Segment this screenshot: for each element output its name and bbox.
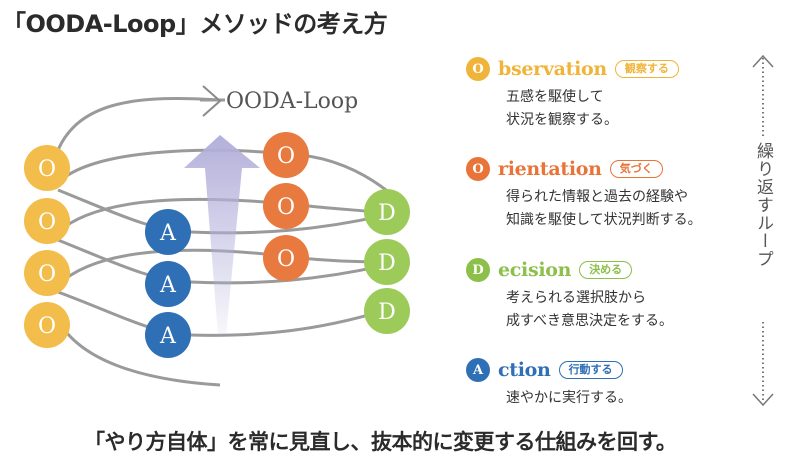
step-letter-badge: O	[466, 157, 490, 181]
orient-node	[263, 235, 309, 281]
step-tag: 決める	[579, 261, 633, 279]
step-letter-badge: A	[466, 358, 490, 382]
step-word: ecision	[498, 259, 572, 281]
step-letter-badge: D	[466, 258, 490, 282]
step-letter-badge: O	[466, 57, 490, 81]
observe-node	[24, 198, 70, 244]
observe-node	[24, 145, 70, 191]
step-description: 速やかに実行する。	[506, 390, 632, 406]
loop-label: OODA-Loop	[226, 89, 358, 114]
step-word: ction	[498, 359, 551, 381]
orient-node-letter: O	[277, 247, 295, 272]
decide-node-letter: D	[378, 251, 396, 276]
decide-node	[364, 288, 410, 334]
arrow-up-icon	[752, 54, 774, 68]
observe-node-letter: O	[38, 157, 56, 182]
page-title: 「OODA-Loop」メソッドの考え方	[2, 10, 388, 38]
orient-node	[263, 183, 309, 229]
observe-node-letter: O	[38, 210, 56, 235]
loop-arrowhead-icon	[202, 85, 222, 117]
decide-node	[364, 239, 410, 285]
observe-node	[24, 250, 70, 296]
step-description: 五感を駆使して状況を観察する。	[506, 89, 618, 128]
act-node-letter: A	[159, 324, 177, 349]
repeat-loop-label: 繰り返すループ	[753, 142, 773, 268]
decide-node	[364, 189, 410, 235]
act-node	[145, 312, 191, 358]
footer-message: 「やり方自体」を常に見直し、抜本的に変更する仕組みを回す。	[84, 430, 677, 454]
repeat-arrow	[752, 54, 774, 407]
act-node	[145, 261, 191, 307]
orient-node	[263, 132, 309, 178]
observe-node-letter: O	[38, 314, 56, 339]
observe-node-letter: O	[38, 262, 56, 287]
step-tag: 観察する	[614, 60, 679, 78]
step-tag: 行動する	[558, 361, 623, 379]
act-node-letter: A	[159, 273, 177, 298]
act-node	[145, 209, 191, 255]
step-description: 考えられる選択肢から成すべき意思決定をする。	[506, 290, 674, 329]
spiral-lines	[56, 97, 387, 387]
step-word: rientation	[498, 158, 602, 180]
decide-node-letter: D	[378, 300, 396, 325]
arrow-down-icon	[752, 393, 774, 407]
orient-node-letter: O	[277, 144, 295, 169]
upward-arrow-icon	[184, 135, 260, 335]
step-tag: 気づく	[609, 160, 663, 178]
act-node-letter: A	[159, 221, 177, 246]
observe-node	[24, 302, 70, 348]
orient-node-letter: O	[277, 195, 295, 220]
step-description: 得られた情報と過去の経験や知識を駆使して状況判断する。	[506, 189, 702, 228]
decide-node-letter: D	[378, 201, 396, 226]
step-word: bservation	[498, 58, 607, 80]
